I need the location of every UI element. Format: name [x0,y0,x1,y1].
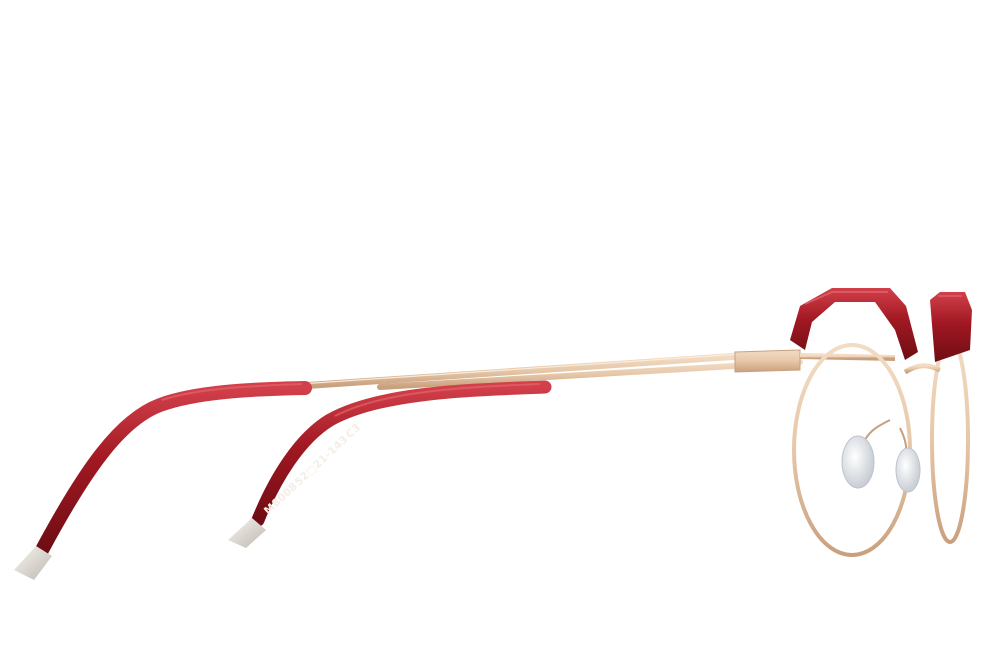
near-temple-tip [14,546,52,580]
nose-pad-right [895,447,921,493]
nose-pad-left [841,435,875,489]
far-lens-rim [930,292,972,544]
near-lens-rim [790,288,918,557]
temple-print-color: C3 [344,421,364,440]
bridge-and-nose-pads [841,363,942,493]
far-temple-tip [228,518,266,548]
far-temple-arm: M8008 52□21-143 C3 [228,359,803,548]
